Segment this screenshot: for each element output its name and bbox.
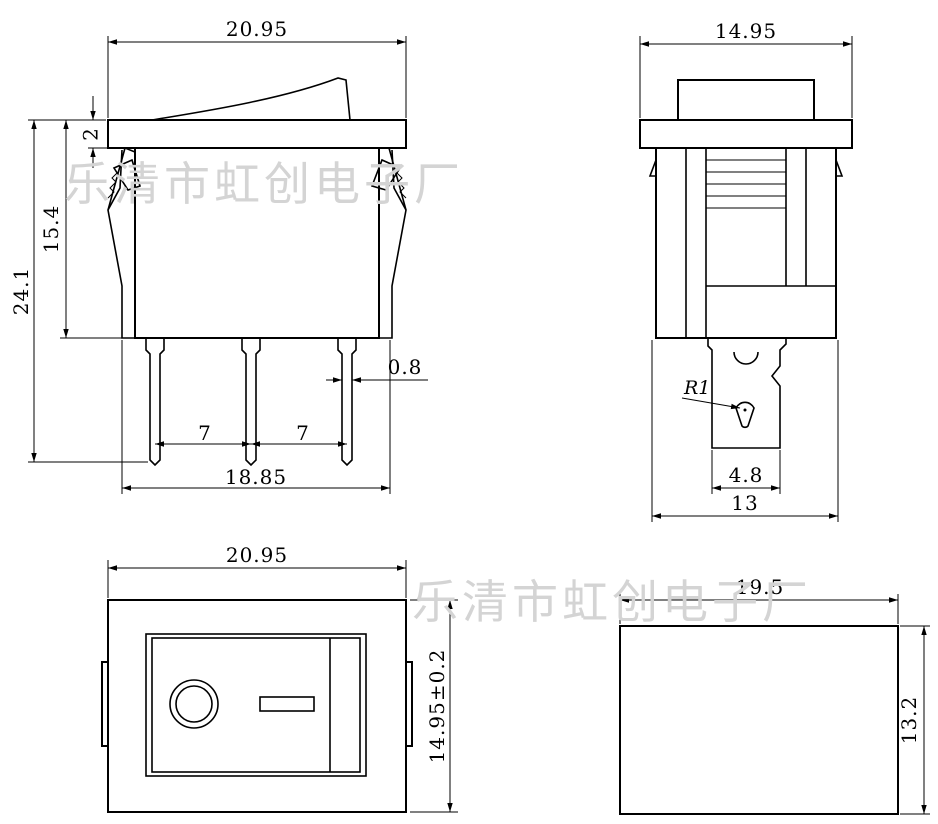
radius-label: R1 xyxy=(683,377,710,399)
dim-terminal-width: 4.8 xyxy=(729,463,764,487)
o-symbol xyxy=(169,679,219,729)
end-actuator xyxy=(677,79,815,121)
dim-cutout-width: 19.5 xyxy=(736,575,785,599)
side-view: 20.95 2 15.4 24.1 0.8 7 7 18.85 xyxy=(9,17,428,494)
dim-pitch-left: 7 xyxy=(198,421,212,445)
left-clip xyxy=(107,147,141,339)
end-terminal xyxy=(707,338,787,449)
watermark-bottom: 乐清市虹创电子厂 xyxy=(412,575,812,629)
dim-pitch-right: 7 xyxy=(296,421,310,445)
dim-top-width: 20.95 xyxy=(226,543,288,567)
pin-left xyxy=(145,338,165,467)
dim-end-width: 14.95 xyxy=(715,19,777,43)
pin-right xyxy=(337,338,357,467)
rocker-actuator xyxy=(151,77,351,121)
dim-pin-span: 18.85 xyxy=(225,465,287,489)
pin-center xyxy=(241,338,261,467)
housing xyxy=(134,147,380,339)
rocker-face xyxy=(145,633,367,777)
dim-body-height: 15.4 xyxy=(39,205,63,254)
end-housing xyxy=(655,147,837,339)
dim-pin-thickness: 0.8 xyxy=(388,355,423,379)
dim-side-width: 20.95 xyxy=(226,17,288,41)
terminal-hole xyxy=(735,401,755,429)
dim-cutout-height: 13.2 xyxy=(897,696,921,745)
dim-cap: 2 xyxy=(79,127,103,141)
watermark-top: 乐清市虹创电子厂 xyxy=(64,157,464,211)
panel-cutout xyxy=(619,625,899,815)
pins xyxy=(145,338,357,467)
flange xyxy=(107,119,407,149)
cutout-view: 19.5 13.2 xyxy=(619,575,930,815)
i-symbol xyxy=(259,696,315,712)
end-flange xyxy=(639,119,853,149)
top-view: 20.95 14.95±0.2 xyxy=(101,543,458,813)
right-clip xyxy=(370,147,407,339)
end-view: R1 14.95 4.8 13 xyxy=(639,19,853,522)
dim-end-body: 13 xyxy=(731,491,758,515)
dim-total-height: 24.1 xyxy=(9,267,33,316)
dim-top-height: 14.95±0.2 xyxy=(425,649,449,764)
